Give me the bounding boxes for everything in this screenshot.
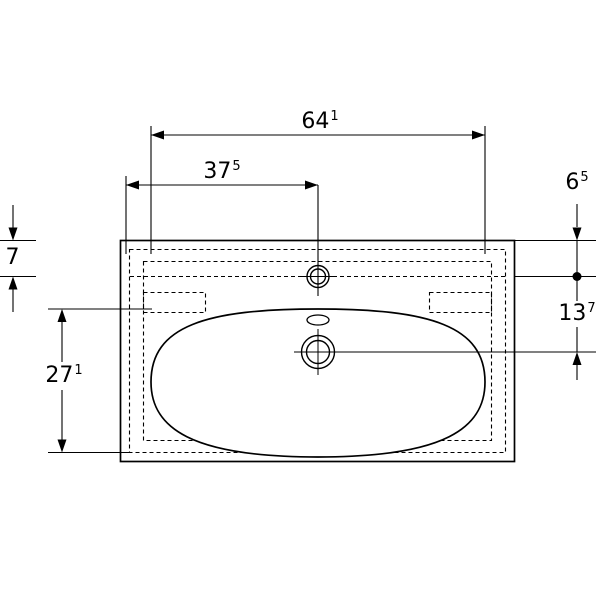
fixing-zone-left — [142, 291, 207, 314]
arrowhead-left — [126, 180, 139, 190]
dim-superscript: 5 — [580, 169, 589, 185]
dimension-width-total — [150, 126, 486, 254]
dim-superscript: 7 — [587, 300, 596, 316]
overflow-slot — [306, 314, 330, 326]
arrowhead-down — [8, 227, 18, 241]
dimension-tap-offset — [125, 176, 319, 296]
arrowhead-down — [57, 439, 67, 453]
arrowhead-down — [572, 227, 582, 241]
dim-label-width-total: 641 — [270, 109, 370, 135]
arrowhead-right — [305, 180, 318, 190]
dimension-left-offset — [0, 205, 36, 312]
dim-value: 37 — [203, 159, 232, 184]
dim-label-drain-offset: 137 — [547, 301, 600, 327]
dim-superscript: 5 — [232, 158, 241, 174]
dim-superscript: 1 — [74, 362, 83, 378]
fixing-zone-right — [428, 291, 493, 314]
dim-label-left-offset: 7 — [0, 245, 28, 271]
dim-label-right-offset: 65 — [547, 170, 600, 196]
dim-superscript: 1 — [330, 108, 339, 124]
dim-value: 7 — [5, 245, 20, 270]
dim-label-front-depth: 271 — [36, 363, 92, 389]
dim-value: 64 — [301, 109, 330, 134]
dim-value: 6 — [565, 170, 580, 195]
dimension-front-depth — [48, 308, 152, 454]
arrowhead-right — [472, 130, 485, 140]
arrowhead-up — [572, 352, 582, 365]
arrowhead-up — [57, 309, 67, 322]
dim-value: 13 — [558, 301, 587, 326]
arrowhead-up — [8, 276, 18, 290]
basin-bowl-outline — [150, 308, 486, 458]
dim-label-tap-offset: 375 — [182, 159, 262, 185]
dim-value: 27 — [45, 363, 74, 388]
fixing-point-dot — [572, 272, 582, 281]
arrowhead-left — [151, 130, 164, 140]
dimension-right-side — [294, 204, 596, 380]
